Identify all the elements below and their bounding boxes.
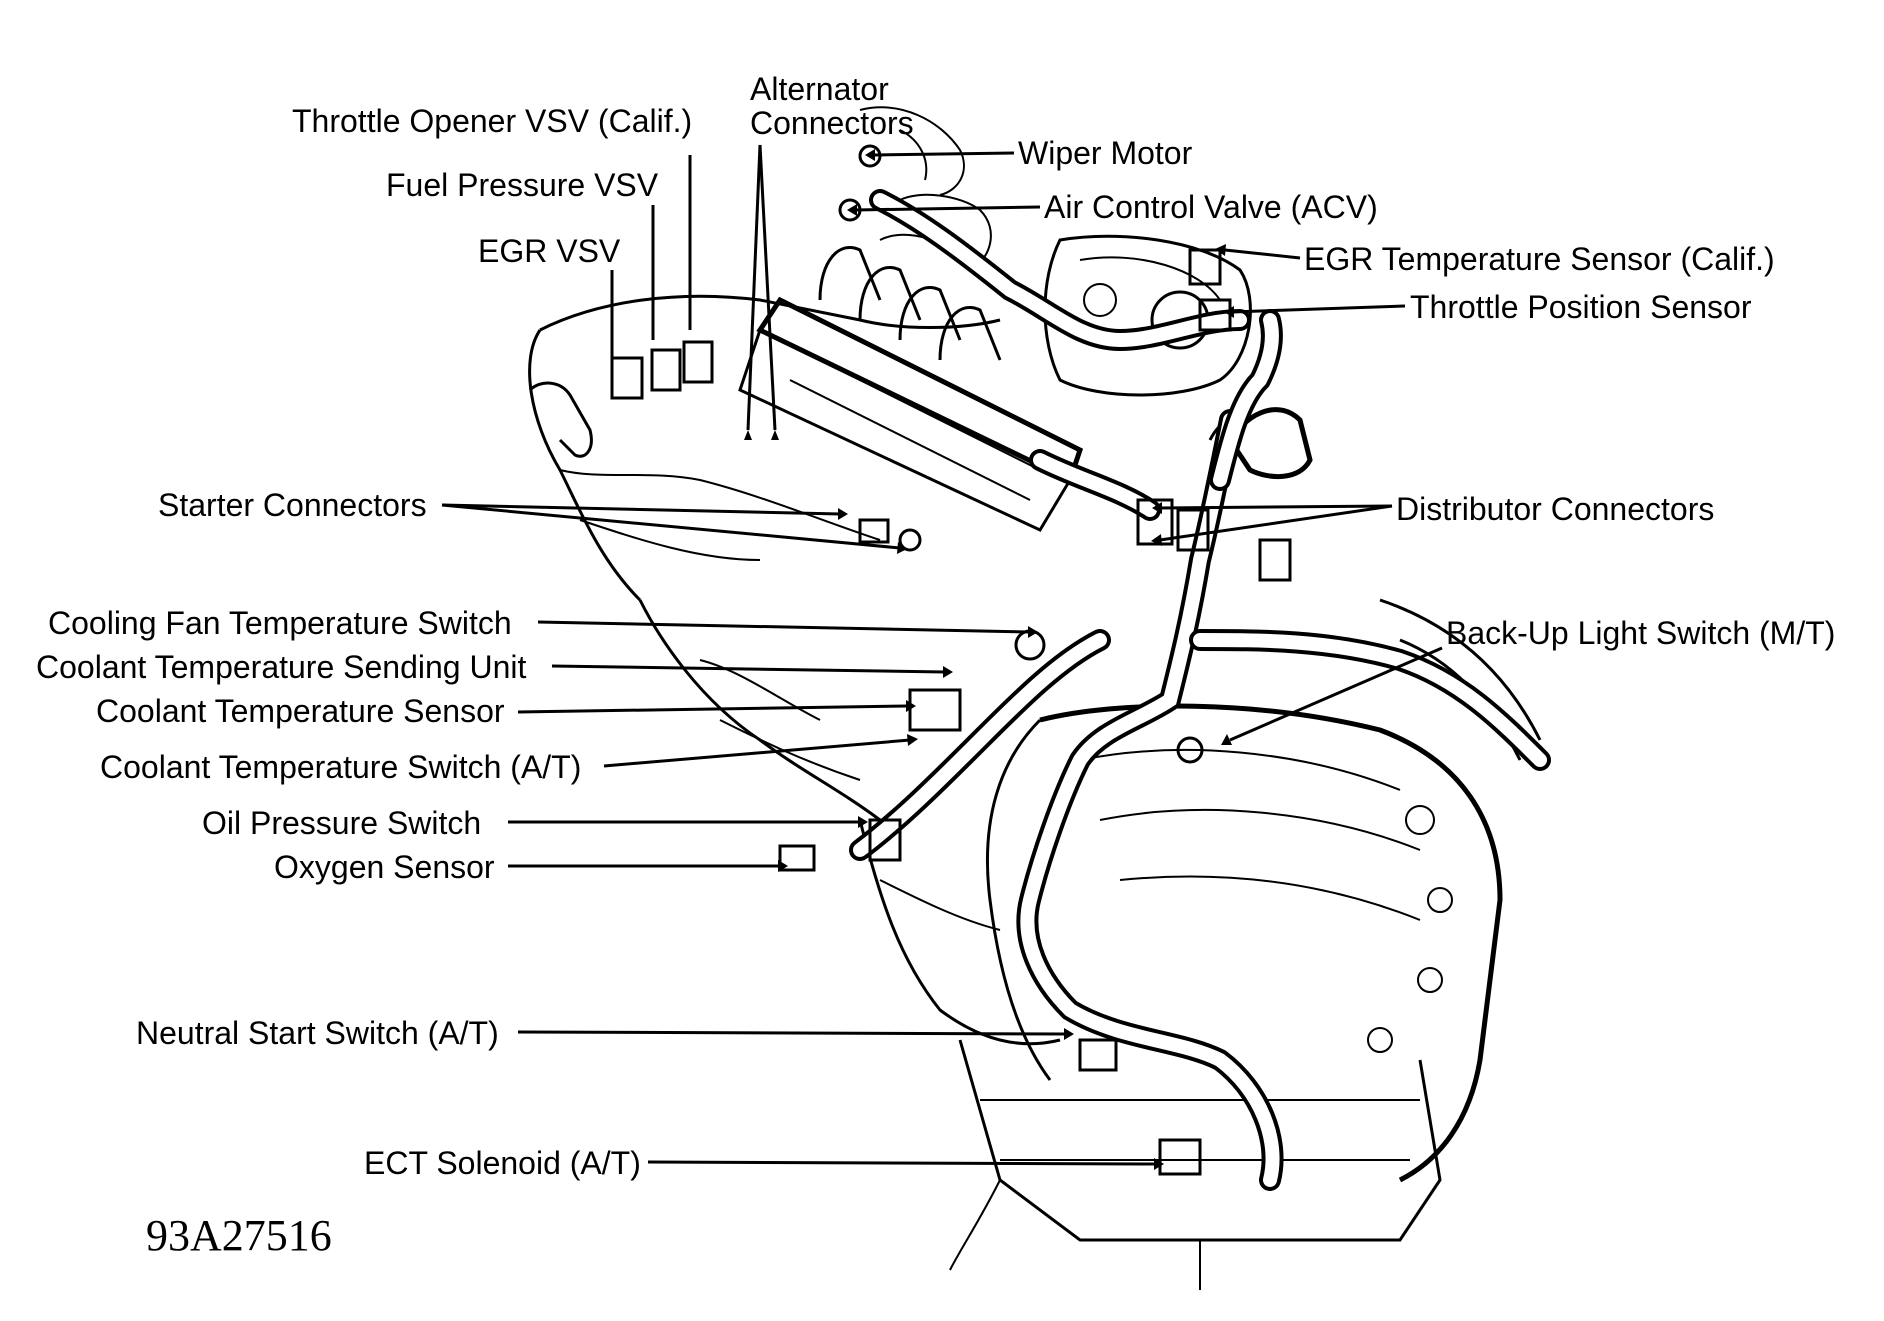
label-back-up-light-switch: Back-Up Light Switch (M/T) [1446, 615, 1835, 651]
label-distributor-connectors: Distributor Connectors [1396, 491, 1714, 527]
label-ect-solenoid: ECT Solenoid (A/T) [364, 1145, 641, 1181]
label-oxygen-sensor: Oxygen Sensor [274, 849, 495, 885]
label-neutral-start-switch: Neutral Start Switch (A/T) [136, 1015, 499, 1051]
label-fuel-pressure-vsv: Fuel Pressure VSV [386, 167, 659, 203]
label-coolant-temperature-sending-unit: Coolant Temperature Sending Unit [36, 649, 526, 685]
label-throttle-position-sensor: Throttle Position Sensor [1410, 289, 1752, 325]
label-egr-temperature-sensor: EGR Temperature Sensor (Calif.) [1304, 241, 1775, 277]
label-starter-connectors: Starter Connectors [158, 487, 427, 523]
label-alternator-connectors-line2: Connectors [750, 105, 914, 141]
figure-code: 93A27516 [146, 1211, 332, 1260]
leader-lines [441, 144, 1443, 1170]
label-coolant-temperature-switch: Coolant Temperature Switch (A/T) [100, 749, 581, 785]
label-air-control-valve: Air Control Valve (ACV) [1044, 189, 1378, 225]
engine-illustration [528, 106, 1542, 1290]
label-wiper-motor: Wiper Motor [1018, 135, 1193, 171]
label-coolant-temperature-sensor: Coolant Temperature Sensor [96, 693, 505, 729]
label-throttle-opener-vsv: Throttle Opener VSV (Calif.) [292, 103, 692, 139]
label-alternator-connectors-line1: Alternator [750, 71, 889, 107]
wiring-harness [610, 144, 1551, 1191]
label-oil-pressure-switch: Oil Pressure Switch [202, 805, 481, 841]
label-egr-vsv: EGR VSV [478, 233, 621, 269]
component-labels: Alternator Connectors Throttle Opener VS… [36, 71, 1835, 1260]
label-cooling-fan-temperature-switch: Cooling Fan Temperature Switch [48, 605, 512, 641]
